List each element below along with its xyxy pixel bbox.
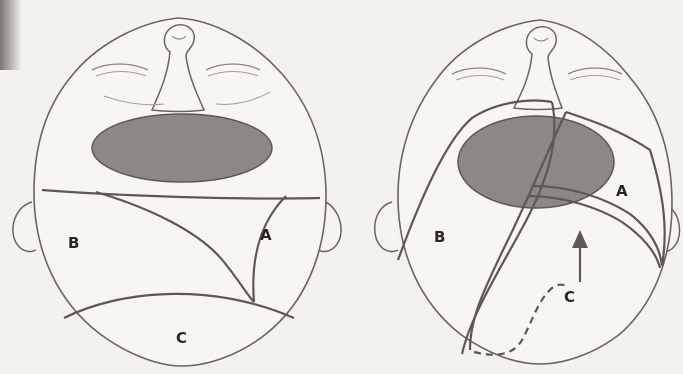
left-head-figure: B A C [13, 18, 341, 366]
label-b: B [68, 234, 79, 252]
scan-shadow [0, 0, 22, 70]
defect-oval [458, 116, 614, 208]
label-a: A [260, 226, 272, 244]
left-ear [375, 202, 398, 252]
label-c: C [176, 329, 187, 347]
left-ear [13, 202, 36, 252]
right-head-figure: B A C [375, 20, 680, 364]
label-b: B [434, 228, 445, 246]
label-c: C [564, 288, 575, 306]
label-a: A [616, 182, 628, 200]
defect-oval [92, 114, 272, 182]
